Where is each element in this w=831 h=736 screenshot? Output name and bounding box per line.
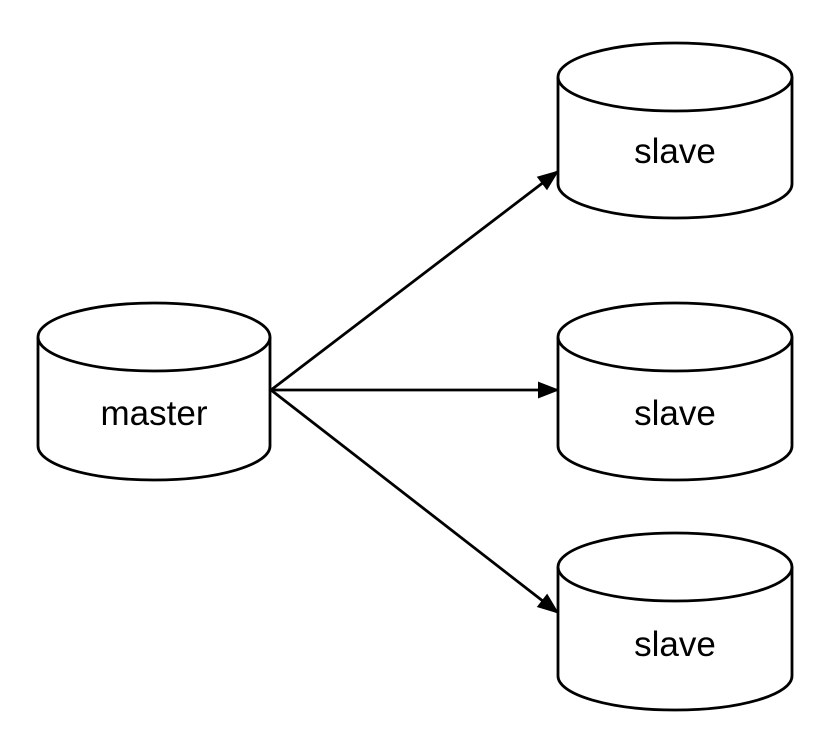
cylinder-body bbox=[556, 567, 794, 712]
cylinder-body bbox=[36, 337, 272, 482]
node-slave-bottom: slave bbox=[556, 531, 794, 712]
cylinder-top bbox=[36, 301, 272, 373]
cylinder-top bbox=[556, 531, 794, 603]
cylinder-top bbox=[556, 301, 794, 373]
node-slave-bottom-label: slave bbox=[634, 625, 716, 664]
node-slave-middle-label: slave bbox=[634, 394, 716, 433]
cylinder-body bbox=[556, 337, 794, 482]
node-master-label: master bbox=[101, 394, 208, 433]
cylinder-body bbox=[556, 77, 794, 220]
edges-layer bbox=[270, 170, 560, 614]
node-master: master bbox=[36, 301, 272, 482]
node-slave-top: slave bbox=[556, 41, 794, 220]
cylinder-top bbox=[556, 41, 794, 113]
node-slave-top-label: slave bbox=[634, 132, 716, 171]
edge-master-to-slave-bottom bbox=[270, 388, 560, 614]
node-slave-middle: slave bbox=[556, 301, 794, 482]
edge-master-to-slave-top bbox=[270, 170, 560, 392]
